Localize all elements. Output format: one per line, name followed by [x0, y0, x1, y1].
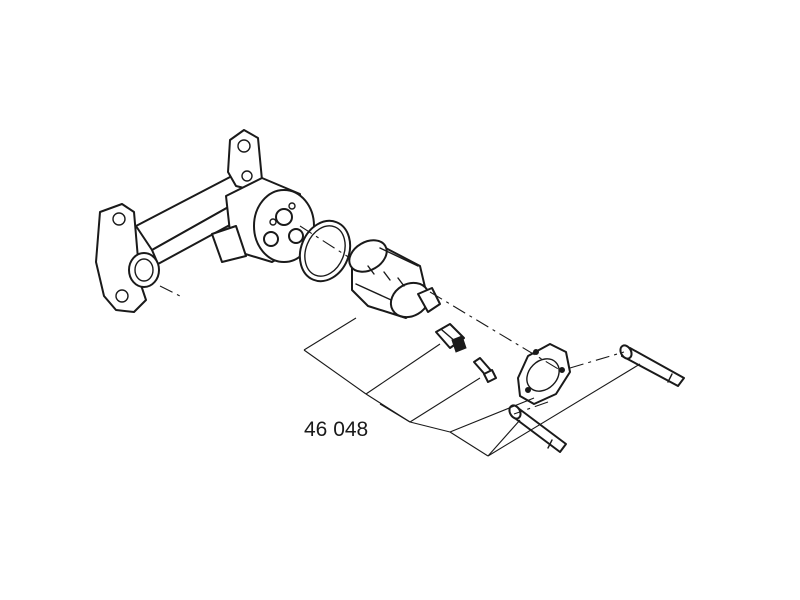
cartridge — [348, 239, 441, 319]
o-ring — [298, 219, 352, 283]
spindle-adapter — [435, 323, 467, 353]
screw — [473, 357, 497, 383]
leader-lines — [303, 317, 641, 457]
long-bolt-upper — [619, 344, 685, 387]
long-bolt-lower — [508, 404, 567, 453]
valve-body — [95, 129, 315, 313]
assembly-axis-lines — [159, 225, 625, 415]
rosette-ring — [517, 343, 571, 405]
part-number-label: 46 048 — [304, 418, 368, 441]
